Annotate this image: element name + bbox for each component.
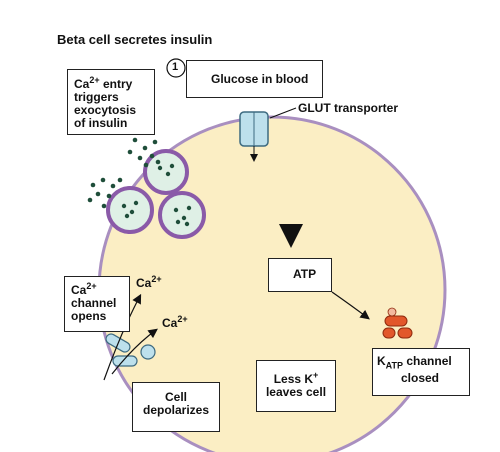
step-number-circle xyxy=(166,58,186,78)
katp-box: KATP channel closed xyxy=(372,348,470,396)
ca-entry-box: Ca2+ entry triggers exocytosis of insuli… xyxy=(67,69,155,135)
blank-area xyxy=(238,252,266,274)
ca-entry-arrow-1 xyxy=(103,293,142,381)
insulin-vesicles xyxy=(106,149,206,239)
page-title: Beta cell secretes insulin xyxy=(57,32,213,47)
ca-ion-label-2: Ca2+ xyxy=(162,314,188,330)
atp-box: ATP xyxy=(268,258,332,292)
katp-channel-icon xyxy=(382,307,413,339)
blank-area xyxy=(350,180,398,202)
atp-label: ATP xyxy=(293,267,317,281)
glut-label: GLUT transporter xyxy=(298,101,399,115)
depolarizes-box: Cell depolarizes xyxy=(132,382,220,432)
ca-ion-label-1: Ca2+ xyxy=(136,274,162,290)
less-k-box: Less K+ leaves cell xyxy=(256,360,336,412)
atp-to-katp-arrow xyxy=(331,291,370,320)
blank-area xyxy=(238,172,326,218)
step-number: 1 xyxy=(172,61,179,73)
ca-entry-arrow-2 xyxy=(111,328,158,375)
released-insulin xyxy=(87,137,161,209)
glucose-box: Glucose in blood xyxy=(186,60,323,98)
glut-pointer xyxy=(269,107,297,119)
ca-channel-box: Ca2+ channel opens xyxy=(64,276,130,332)
blank-area xyxy=(342,336,374,362)
glucose-label: Glucose in blood xyxy=(211,72,309,86)
